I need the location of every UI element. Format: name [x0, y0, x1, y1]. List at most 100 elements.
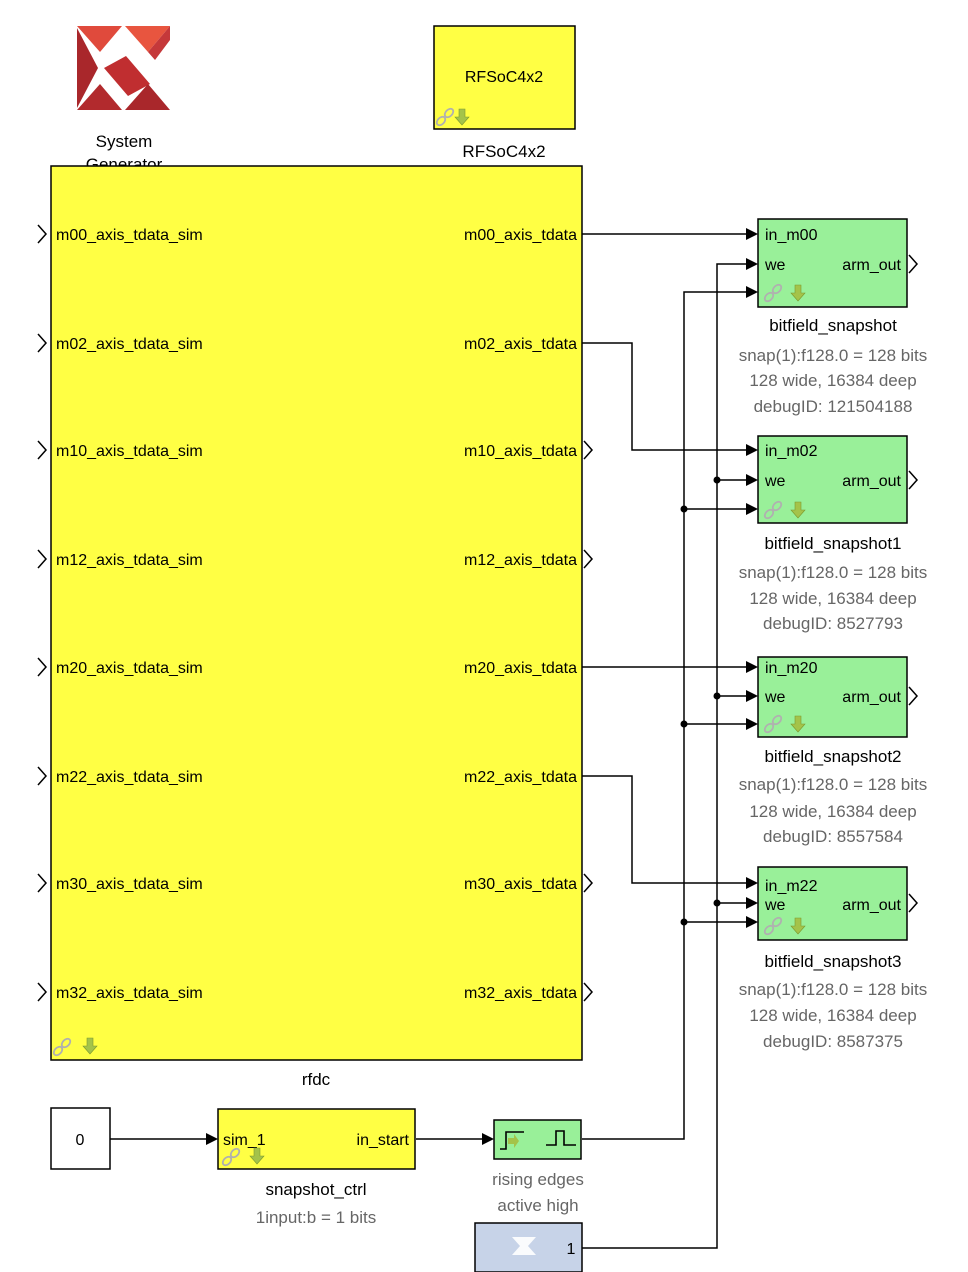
output-port-marker [908, 470, 919, 490]
snapshot-block-2[interactable]: in_m20 we arm_out bitfield_snapshot2 sna… [739, 656, 928, 846]
snapshot-info-line1: snap(1):f128.0 = 128 bits [739, 775, 928, 794]
constant-zero-block[interactable]: 0 [50, 1107, 111, 1170]
input-port-marker [37, 982, 48, 1002]
system-generator-block[interactable]: System Generator [77, 26, 170, 174]
wire-m22[interactable] [582, 775, 746, 884]
edge-detect-block[interactable]: rising edges active high [492, 1119, 584, 1215]
system-generator-label-line1: System [96, 132, 153, 151]
rfdc-block[interactable]: m00_axis_tdata_sim m02_axis_tdata_sim m1… [37, 165, 594, 1089]
snapshot-we-port: we [764, 897, 786, 914]
output-port-marker [583, 873, 594, 893]
snapshot-info-line2: 128 wide, 16384 deep [749, 371, 916, 390]
snapshot-block-3[interactable]: in_m22 we arm_out bitfield_snapshot3 sna… [739, 866, 928, 1051]
snapshot-block-body[interactable] [757, 866, 908, 941]
snapshot-we-port: we [764, 473, 786, 490]
snapshot-in-port: in_m20 [765, 660, 818, 677]
xilinx-constant-block[interactable]: 1 [474, 1222, 583, 1272]
edge-detect-caption-line1: rising edges [492, 1170, 584, 1189]
wire-arrowhead [746, 444, 758, 456]
rfdc-input-label: m20_axis_tdata_sim [56, 660, 203, 677]
wire-arrowhead [746, 690, 758, 702]
constant-block-body[interactable] [50, 1107, 111, 1170]
xilinx-constant-value: 1 [567, 1241, 576, 1258]
snapshot-we-port: we [764, 257, 786, 274]
wire-junction [680, 505, 688, 513]
snapshot-info-line3: debugID: 8527793 [763, 614, 903, 633]
snapshot-caption: bitfield_snapshot3 [764, 952, 901, 971]
snapshot-block-body[interactable] [757, 656, 908, 738]
snapshot-info-line3: debugID: 121504188 [754, 397, 913, 416]
wire-junction [713, 692, 721, 700]
snapshot-ctrl-out-port: in_start [357, 1132, 410, 1149]
wire-arrowhead [482, 1133, 494, 1145]
snapshot-ctrl-body[interactable] [217, 1108, 416, 1170]
platform-block-caption: RFSoC4x2 [462, 142, 545, 161]
wire-junction [713, 899, 721, 907]
rfdc-input-label: m12_axis_tdata_sim [56, 552, 203, 569]
xilinx-logo-icon [77, 26, 170, 110]
snapshot-info-line1: snap(1):f128.0 = 128 bits [739, 980, 928, 999]
wire-arrowhead [746, 503, 758, 515]
rfdc-block-body[interactable] [50, 165, 583, 1061]
snapshot-info-line3: debugID: 8587375 [763, 1032, 903, 1051]
wire-arrowhead [206, 1133, 218, 1145]
wire-arrowhead [746, 286, 758, 298]
snapshot-info-line2: 128 wide, 16384 deep [749, 802, 916, 821]
snapshot-out-port: arm_out [842, 473, 901, 490]
rfdc-input-label: m22_axis_tdata_sim [56, 769, 203, 786]
xilinx-logo-icon [512, 1237, 536, 1255]
edge-detect-body[interactable] [493, 1119, 582, 1160]
wire-arrowhead [746, 897, 758, 909]
rfdc-input-label: m32_axis_tdata_sim [56, 985, 203, 1002]
pulse-waveform-icon [500, 1130, 576, 1150]
edge-detect-caption-line2: active high [497, 1196, 578, 1215]
rfdc-output-label: m12_axis_tdata [464, 552, 577, 569]
snapshot-block-1[interactable]: in_m02 we arm_out bitfield_snapshot1 sna… [739, 435, 928, 633]
platform-block[interactable]: RFSoC4x2 RFSoC4x2 [433, 25, 576, 161]
rfdc-output-label: m30_axis_tdata [464, 876, 577, 893]
rfdc-output-label: m32_axis_tdata [464, 985, 577, 1002]
snapshot-block-0[interactable]: in_m00 we arm_out bitfield_snapshot snap… [739, 218, 928, 416]
rfdc-output-label: m22_axis_tdata [464, 769, 577, 786]
platform-block-text: RFSoC4x2 [465, 69, 543, 86]
rfdc-input-label: m10_axis_tdata_sim [56, 443, 203, 460]
wire-arrowhead [746, 228, 758, 240]
wire-arrowhead [746, 474, 758, 486]
input-port-marker [37, 873, 48, 893]
output-port-marker [908, 254, 919, 274]
output-port-marker [583, 440, 594, 460]
output-port-marker [583, 549, 594, 569]
input-port-marker [37, 224, 48, 244]
snapshot-out-port: arm_out [842, 689, 901, 706]
input-port-marker [37, 657, 48, 677]
rfdc-output-label: m20_axis_tdata [464, 660, 577, 677]
wire-arrowhead [746, 258, 758, 270]
snapshot-ctrl-block[interactable]: sim_1 in_start snapshot_ctrl 1input:b = … [217, 1108, 416, 1227]
input-port-marker [37, 440, 48, 460]
signal-wires [110, 228, 758, 1249]
rfdc-output-label: m10_axis_tdata [464, 443, 577, 460]
wire-we-bus[interactable] [582, 263, 746, 1249]
snapshot-block-body[interactable] [757, 435, 908, 524]
rfdc-input-label: m30_axis_tdata_sim [56, 876, 203, 893]
output-port-marker [583, 982, 594, 1002]
rfdc-output-label: m00_axis_tdata [464, 227, 577, 244]
snapshot-caption: bitfield_snapshot [769, 316, 897, 335]
snapshot-in-port: in_m02 [765, 443, 818, 460]
constant-value: 0 [76, 1132, 85, 1149]
output-port-marker [908, 686, 919, 706]
snapshot-in-port: in_m22 [765, 878, 818, 895]
wire-m02[interactable] [582, 342, 746, 451]
wire-arrowhead [746, 661, 758, 673]
snapshot-caption: bitfield_snapshot2 [764, 747, 901, 766]
wire-arrowhead [746, 877, 758, 889]
snapshot-in-port: in_m00 [765, 227, 818, 244]
snapshot-we-port: we [764, 689, 786, 706]
snapshot-block-body[interactable] [757, 218, 908, 308]
wire-trigger-bus[interactable] [582, 291, 746, 1140]
platform-block-body[interactable] [433, 25, 576, 130]
rfdc-output-label: m02_axis_tdata [464, 336, 577, 353]
snapshot-info-line2: 128 wide, 16384 deep [749, 589, 916, 608]
snapshot-ctrl-caption: snapshot_ctrl [265, 1180, 366, 1199]
